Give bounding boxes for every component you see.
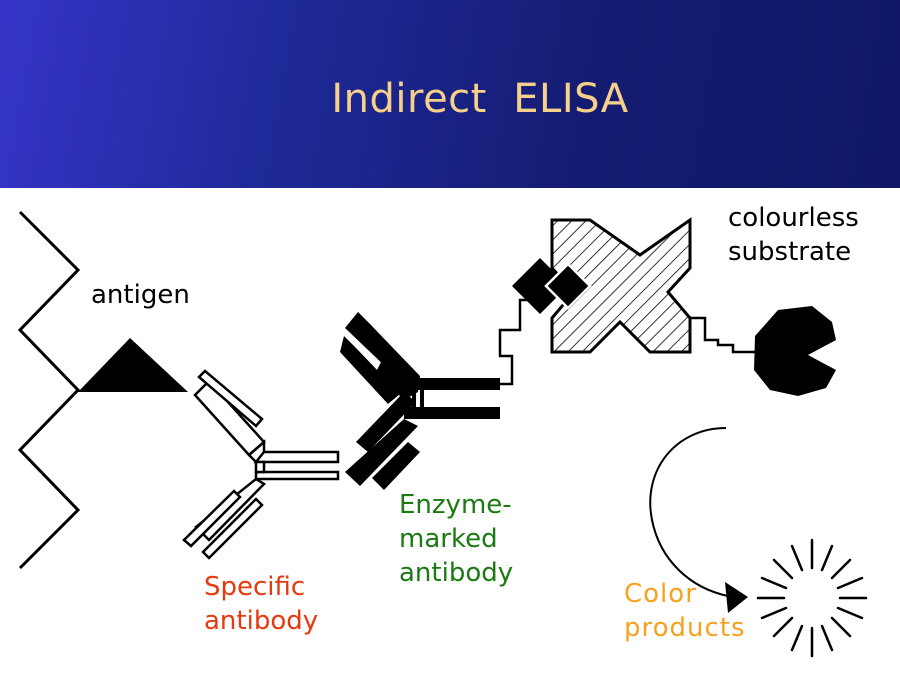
- color-product-burst-icon: [756, 538, 868, 658]
- antigen-label: antigen: [91, 280, 190, 310]
- enzyme-active-site-icon: [512, 258, 568, 314]
- specific-antibody-shape: [182, 369, 340, 560]
- antigen-triangle: [78, 338, 188, 392]
- plate-surface: [17, 210, 81, 570]
- substrate-label: colourless substrate: [728, 203, 859, 267]
- enzyme-antibody-label: Enzyme-marked antibody: [399, 490, 514, 588]
- elisa-diagram: [17, 210, 868, 658]
- enzyme-block: [550, 217, 692, 354]
- substrate-molecule-icon: [754, 306, 836, 396]
- reaction-arrowhead-icon: [725, 582, 748, 613]
- substrate-linker: [690, 316, 755, 354]
- enzyme-antibody-shape: [340, 312, 500, 490]
- reaction-arrow: [649, 427, 729, 597]
- slide-title: Indirect ELISA: [331, 76, 629, 122]
- color-products-label: Color products: [624, 579, 746, 643]
- title-banner: Indirect ELISA: [0, 0, 900, 188]
- specific-antibody-label: Specific antibody: [204, 572, 319, 636]
- enzyme-active-site-inner-icon: [544, 262, 592, 310]
